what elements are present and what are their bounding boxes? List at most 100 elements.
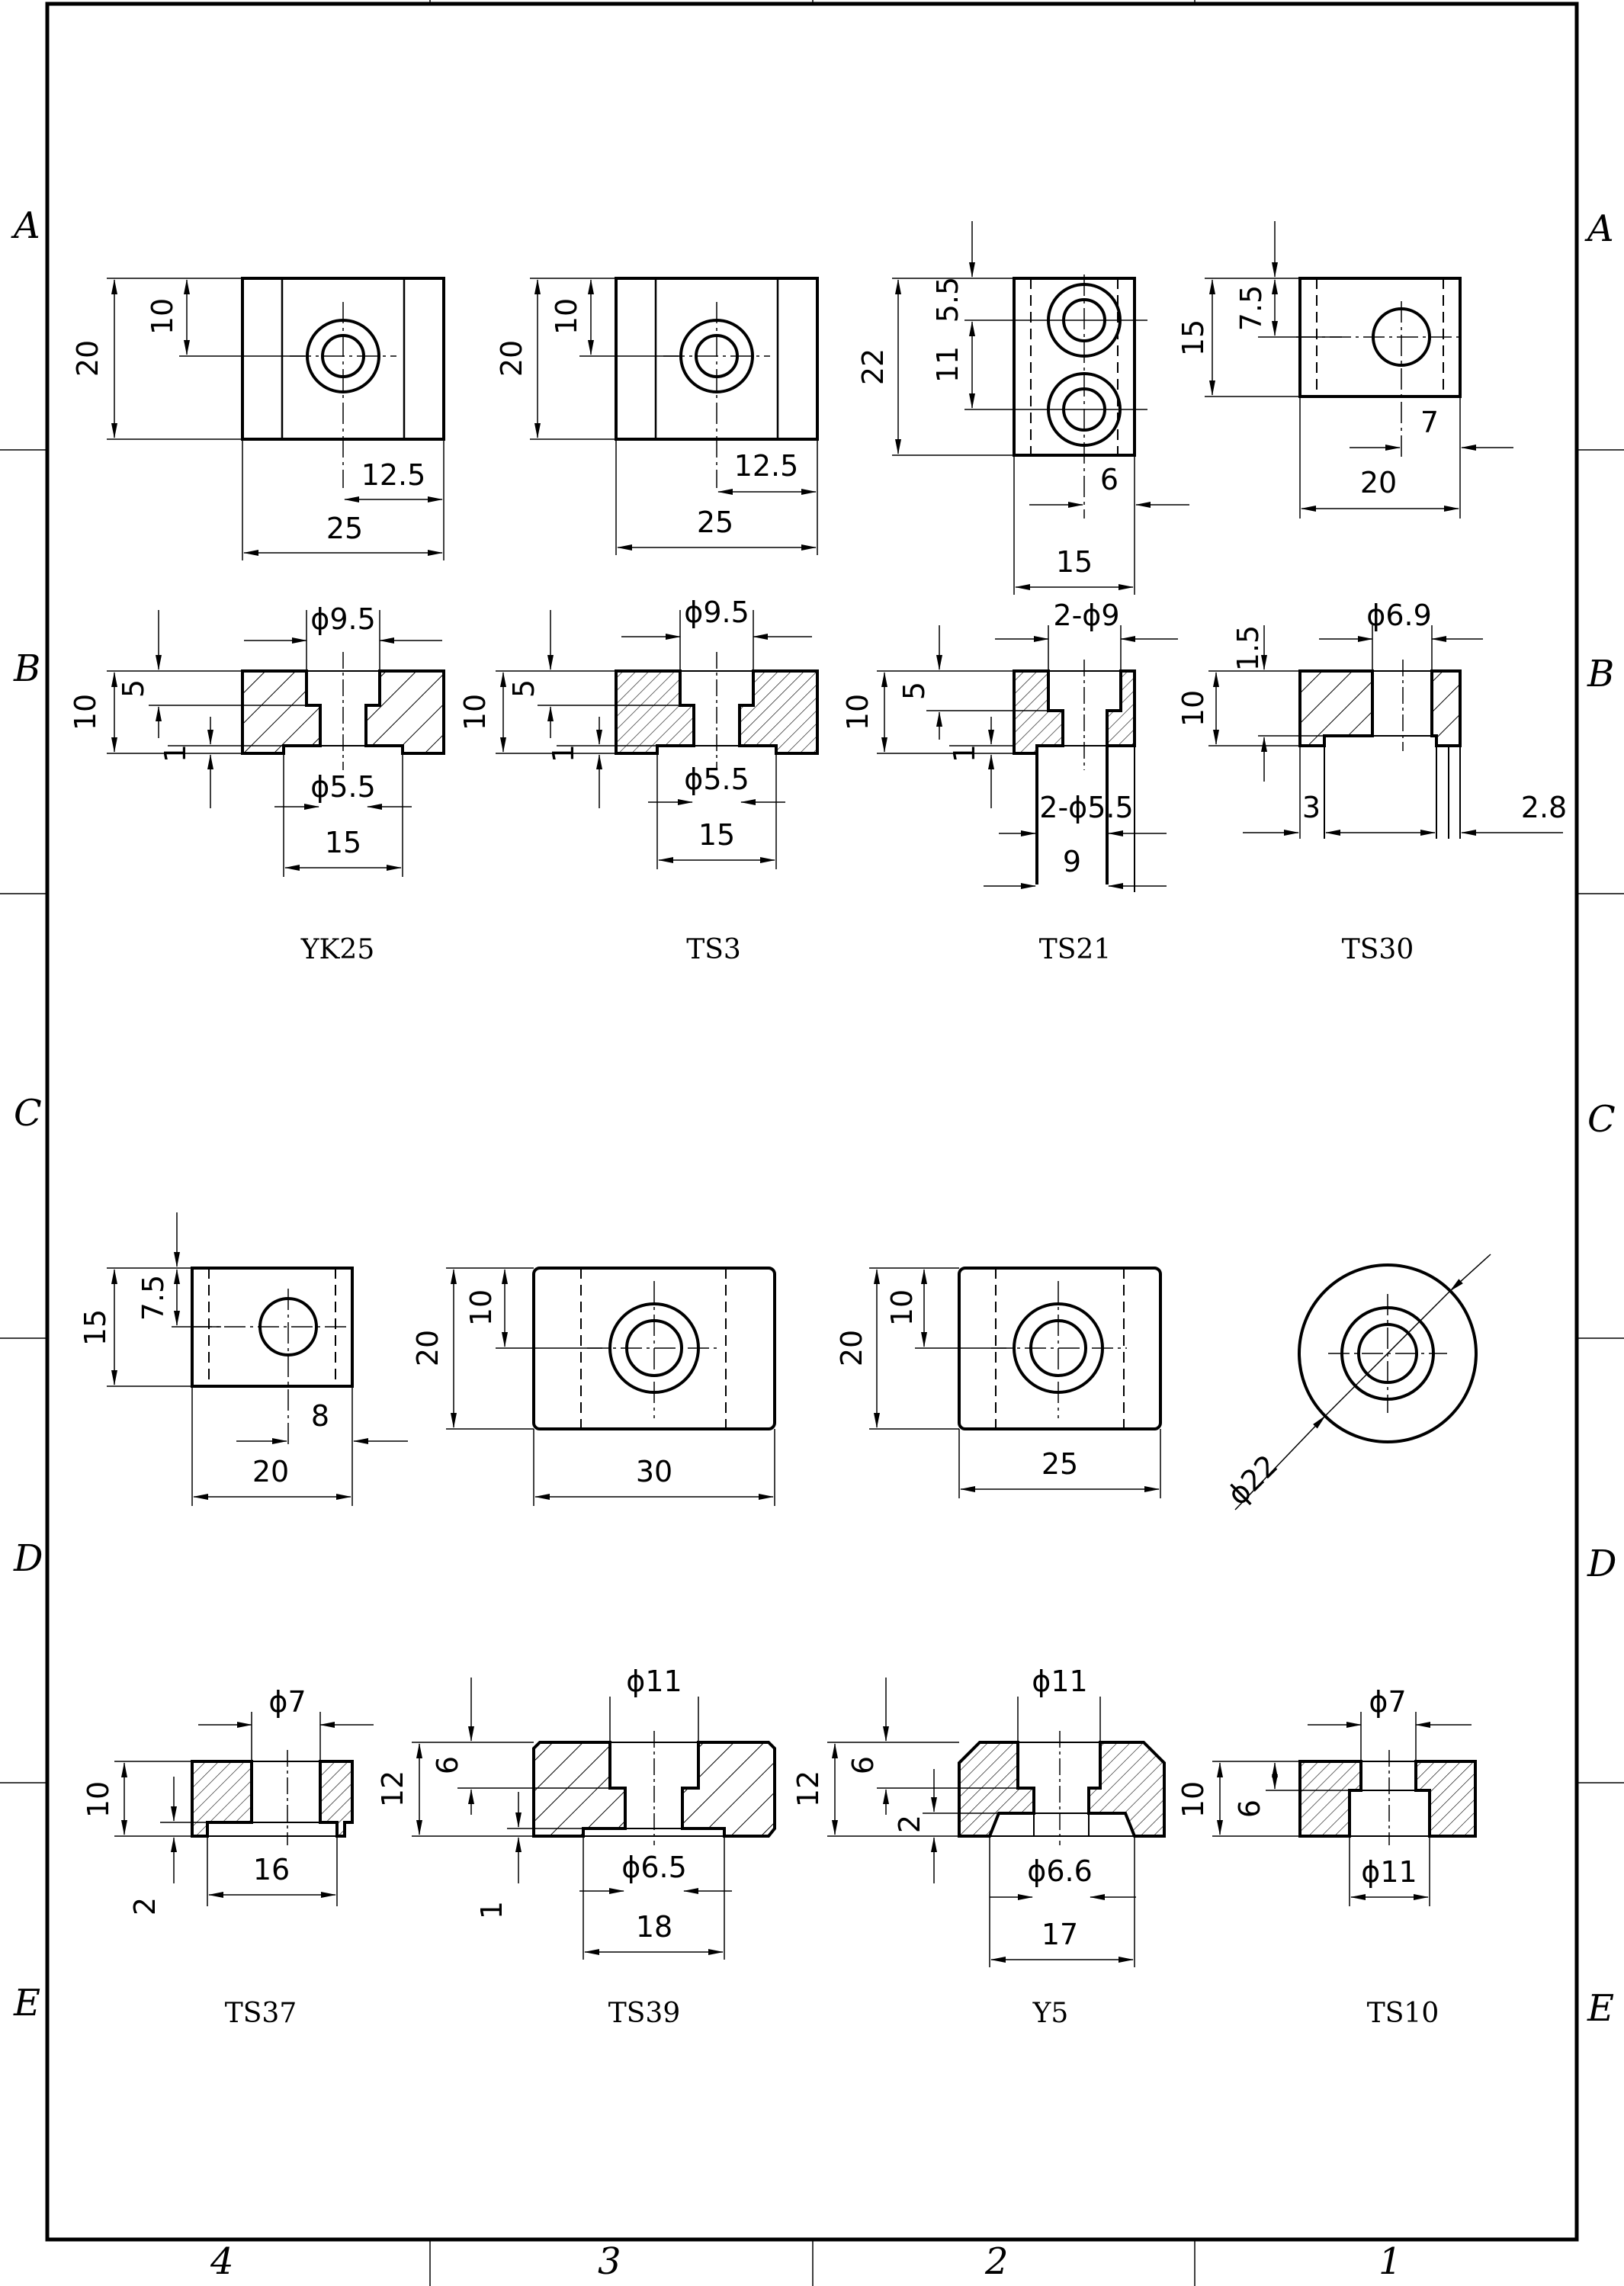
ts39-section-view xyxy=(412,1678,776,1960)
part-yk25: 20 10 12.5 25 xyxy=(69,277,445,965)
zone-row-d-left: D xyxy=(13,1537,43,1580)
y5-height-dim: 20 xyxy=(835,1330,868,1366)
part-ts10: ϕ22 xyxy=(1176,1254,1491,2029)
ts30-edge-dim: 7 xyxy=(1420,406,1439,439)
y5-center-dim: 10 xyxy=(885,1289,919,1326)
ts30-top-thickness: 1.5 xyxy=(1231,625,1265,671)
yk25-section-height: 10 xyxy=(69,694,102,730)
ts37-section-view xyxy=(114,1712,374,1906)
ts21-hole-dia: 2-ϕ5.5 xyxy=(1039,791,1133,824)
y5-plan-view xyxy=(869,1267,1162,1498)
ts21-recess-depth: 1 xyxy=(948,744,981,763)
ts21-plan-view xyxy=(892,221,1189,595)
zone-row-c-right: C xyxy=(1587,1098,1616,1141)
y5-counterbore-dia: ϕ11 xyxy=(1032,1665,1087,1698)
yk25-title: YK25 xyxy=(300,934,374,965)
ts3-recess-depth: 1 xyxy=(547,744,580,763)
yk25-half-width-dim: 12.5 xyxy=(361,458,426,492)
ts37-recess-depth: 2 xyxy=(128,1897,162,1915)
zone-row-c-left: C xyxy=(14,1092,42,1135)
ts30-counterbore-dia: ϕ6.9 xyxy=(1366,599,1432,632)
ts21-height-dim: 22 xyxy=(856,348,890,385)
ts37-edge-dim: 8 xyxy=(311,1399,329,1433)
ts37-width-dim: 20 xyxy=(252,1455,289,1488)
ts3-half-width-dim: 12.5 xyxy=(734,449,799,483)
ts39-height-dim: 20 xyxy=(411,1330,445,1366)
y5-counterbore-depth: 6 xyxy=(846,1756,880,1774)
part-y5: 20 10 25 xyxy=(791,1267,1166,2029)
yk25-section-view xyxy=(107,610,445,877)
yk25-counterbore-dia: ϕ9.5 xyxy=(310,602,376,636)
ts37-plan-view xyxy=(107,1212,408,1506)
ts39-center-dim: 10 xyxy=(464,1289,498,1326)
ts3-recess-width: 15 xyxy=(698,818,735,852)
ts10-top-thickness: 6 xyxy=(1233,1800,1266,1818)
part-ts21: 22 5.5 11 6 15 xyxy=(841,221,1189,965)
ts30-section-height: 10 xyxy=(1176,690,1210,727)
ts21-section-view xyxy=(877,625,1178,892)
zone-row-e-left: E xyxy=(13,1982,40,2024)
ts30-right-offset: 2.8 xyxy=(1521,791,1567,824)
ts37-center-dim: 7.5 xyxy=(136,1275,170,1321)
yk25-width-dim: 25 xyxy=(326,512,363,545)
zone-col-4: 4 xyxy=(210,2240,234,2283)
ts3-counterbore-depth: 5 xyxy=(507,679,541,698)
zone-labels: A B C D E A B C D E 4 3 2 1 xyxy=(11,204,1616,2283)
ts21-width-dim: 15 xyxy=(1056,545,1093,579)
zone-row-b-right: B xyxy=(1587,653,1614,695)
ts30-center-dim: 7.5 xyxy=(1234,285,1268,331)
ts21-counterbore-dia: 2-ϕ9 xyxy=(1053,599,1119,632)
ts3-section-view xyxy=(496,610,819,869)
y5-recess-depth: 2 xyxy=(893,1815,926,1833)
ts37-section-height: 10 xyxy=(82,1781,115,1818)
ts21-edge-dim: 6 xyxy=(1100,463,1119,496)
ts10-recess-dia: ϕ11 xyxy=(1361,1855,1417,1889)
ts30-section-view xyxy=(1208,625,1563,839)
yk25-hole-dia: ϕ5.5 xyxy=(310,770,376,804)
ts37-counterbore-dia: ϕ7 xyxy=(268,1685,306,1719)
y5-section-view xyxy=(827,1678,1166,1967)
ts39-section-height: 12 xyxy=(376,1771,409,1807)
y5-title: Y5 xyxy=(1032,1998,1069,2029)
ts30-plan-view xyxy=(1205,221,1513,519)
yk25-recess-width: 15 xyxy=(325,826,361,859)
ts39-width-dim: 30 xyxy=(636,1455,672,1488)
zone-col-2: 2 xyxy=(984,2240,1009,2283)
part-ts37: 15 7.5 8 20 xyxy=(79,1212,408,2029)
yk25-center-dim: 10 xyxy=(146,298,179,335)
ts3-width-dim: 25 xyxy=(697,506,733,539)
ts10-counterbore-dia: ϕ7 xyxy=(1369,1685,1406,1719)
ts37-height-dim: 15 xyxy=(79,1309,112,1346)
ts3-center-dim: 10 xyxy=(550,298,583,335)
y5-hole-dia: ϕ6.6 xyxy=(1027,1854,1093,1888)
y5-width-dim: 25 xyxy=(1041,1447,1078,1481)
ts39-counterbore-depth: 6 xyxy=(431,1756,464,1774)
zone-row-b-left: B xyxy=(13,647,40,690)
ts37-title: TS37 xyxy=(225,1998,297,2029)
part-ts39: 20 10 30 xyxy=(376,1267,776,2029)
ts21-title: TS21 xyxy=(1039,934,1111,965)
ts3-height-dim: 20 xyxy=(495,340,528,377)
yk25-height-dim: 20 xyxy=(71,340,104,377)
ts39-hole-dia: ϕ6.5 xyxy=(621,1851,687,1884)
ts3-hole-dia: ϕ5.5 xyxy=(684,763,749,796)
yk25-plan-view xyxy=(107,277,445,560)
ts39-counterbore-dia: ϕ11 xyxy=(626,1665,682,1698)
ts37-recess-width: 16 xyxy=(253,1853,290,1886)
yk25-counterbore-depth: 5 xyxy=(117,679,150,698)
ts10-title: TS10 xyxy=(1367,1998,1439,2029)
part-ts30: 15 7.5 7 20 xyxy=(1176,221,1567,965)
zone-row-a-left: A xyxy=(11,204,40,247)
zone-row-e-right: E xyxy=(1587,1987,1614,2030)
ts21-counterbore-depth: 5 xyxy=(897,682,931,700)
ts3-plan-view xyxy=(530,277,819,555)
ts10-plan-view xyxy=(1234,1254,1491,1511)
part-ts3: 20 10 12.5 25 xyxy=(458,277,819,965)
ts30-height-dim: 15 xyxy=(1176,319,1210,356)
ts10-outer-dia: ϕ22 xyxy=(1221,1448,1284,1511)
ts21-top-dim: 5.5 xyxy=(931,277,964,323)
ts3-section-height: 10 xyxy=(458,694,492,730)
ts3-counterbore-dia: ϕ9.5 xyxy=(684,596,749,629)
